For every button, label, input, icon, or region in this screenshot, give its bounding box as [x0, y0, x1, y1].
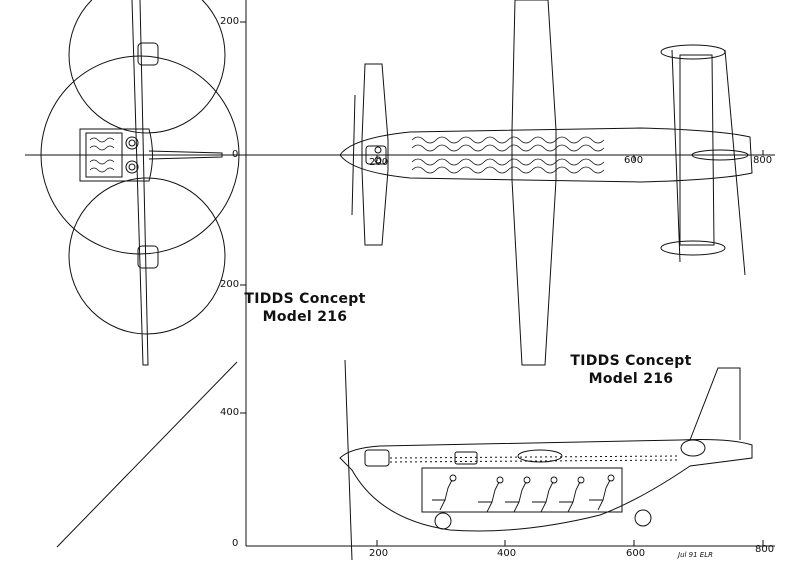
side-view-title-line2: Model 216: [588, 371, 674, 387]
tail-wing: [679, 54, 715, 246]
front-view: [25, 0, 246, 366]
main-wing: [511, 0, 557, 366]
side-view-title: TIDDS Concept Model 216: [566, 352, 696, 388]
nacelle-lower: [137, 245, 159, 269]
cabin: [421, 467, 623, 513]
tail-nacelle-upper: [660, 44, 726, 60]
top-view: [246, 0, 775, 366]
tail-nacelle-lower: [660, 240, 726, 256]
wheel-front: [434, 512, 452, 530]
fuselage-side: [339, 439, 753, 532]
top-view-title: TIDDS Concept Model 216: [240, 290, 370, 326]
axis-label-left-200-lower: 200: [220, 279, 240, 290]
top-view-title-line2: Model 216: [262, 309, 348, 325]
wheel-rear: [634, 509, 652, 527]
side-view: [339, 359, 753, 561]
top-view-title-line1: TIDDS Concept: [244, 291, 366, 307]
axis-label-left-0: 0: [232, 149, 239, 160]
axis-label-bottom-400: 400: [497, 548, 517, 559]
axis-label-bottom-200: 200: [369, 548, 389, 559]
axis-label-top-200: 200: [369, 157, 389, 168]
canopy: [517, 449, 563, 463]
passengers-side: [432, 474, 615, 513]
axis-label-bottom-600: 600: [626, 548, 646, 559]
rotor-disc-upper: [68, 0, 226, 134]
nacelle-upper: [137, 42, 159, 66]
vertical-tail: [689, 367, 741, 441]
canard: [361, 63, 389, 246]
side-view-title-line1: TIDDS Concept: [570, 353, 692, 369]
drawing-signature: Jul 91 ELR: [678, 551, 713, 559]
axis-label-top-800: 800: [753, 155, 773, 166]
axis-label-left-400: 400: [220, 407, 240, 418]
axis-label-bottom-800: 800: [755, 544, 775, 555]
passenger-seats-top: [411, 136, 605, 174]
axis-label-left-0-bottom: 0: [232, 538, 239, 549]
axis-label-left-200-upper: 200: [220, 16, 240, 27]
axis-label-top-600: 600: [624, 155, 644, 166]
axes: [56, 0, 775, 548]
fuselage-top: [339, 127, 753, 183]
